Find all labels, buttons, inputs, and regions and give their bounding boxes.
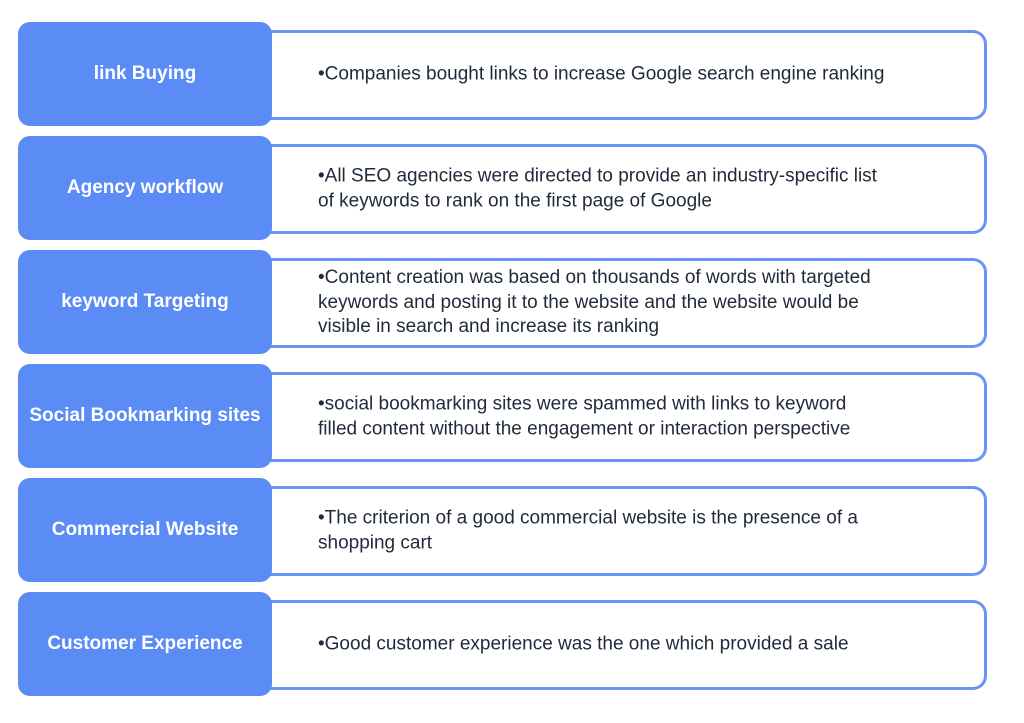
label-box: Commercial Website: [18, 478, 272, 582]
row-social-bookmarking: Social Bookmarking sites •social bookmar…: [0, 364, 1024, 468]
description-text: •All SEO agencies were directed to provi…: [318, 164, 944, 213]
row-label: Social Bookmarking sites: [29, 404, 261, 426]
description-line: keywords and posting it to the website a…: [318, 291, 859, 313]
label-box: Customer Experience: [18, 592, 272, 696]
description-line: visible in search and increase its ranki…: [318, 316, 660, 338]
description-line: •Companies bought links to increase Goog…: [318, 63, 885, 85]
row-label: Agency workflow: [66, 176, 224, 198]
description-line: filled content without the engagement or…: [318, 418, 851, 439]
row-customer-experience: Customer Experience •Good customer exper…: [0, 592, 1024, 696]
label-box: keyword Targeting: [18, 250, 272, 354]
description-text: •Good customer experience was the one wh…: [318, 633, 944, 658]
description-line: of keywords to rank on the first page of…: [318, 190, 712, 211]
label-box: link Buying: [18, 22, 272, 126]
description-text: •Companies bought links to increase Goog…: [318, 63, 944, 88]
description-line: •All SEO agencies were directed to provi…: [318, 165, 877, 187]
description-box: •social bookmarking sites were spammed w…: [256, 372, 987, 462]
description-line: •Content creation was based on thousands…: [318, 266, 871, 288]
row-label: Commercial Website: [51, 518, 239, 540]
description-line: •Good customer experience was the one wh…: [318, 633, 849, 655]
label-box: Social Bookmarking sites: [18, 364, 272, 468]
description-text: •The criterion of a good commercial webs…: [318, 506, 944, 555]
description-line: •social bookmarking sites were spammed w…: [318, 393, 847, 415]
description-box: •Good customer experience was the one wh…: [256, 600, 987, 690]
row-agency-workflow: Agency workflow •All SEO agencies were d…: [0, 136, 1024, 240]
row-link-buying: link Buying •Companies bought links to i…: [0, 22, 1024, 126]
label-box: Agency workflow: [18, 136, 272, 240]
row-keyword-targeting: keyword Targeting •Content creation was …: [0, 250, 1024, 354]
description-box: •The criterion of a good commercial webs…: [256, 486, 987, 576]
description-line: shopping cart: [318, 532, 433, 553]
row-commercial-website: Commercial Website •The criterion of a g…: [0, 478, 1024, 582]
row-label: link Buying: [93, 62, 197, 84]
description-box: •Companies bought links to increase Goog…: [256, 30, 987, 120]
description-text: •social bookmarking sites were spammed w…: [318, 392, 944, 441]
description-text: •Content creation was based on thousands…: [318, 266, 944, 340]
description-box: •All SEO agencies were directed to provi…: [256, 144, 987, 234]
description-box: •Content creation was based on thousands…: [256, 258, 987, 348]
description-line: •The criterion of a good commercial webs…: [318, 507, 858, 529]
row-label: Customer Experience: [47, 632, 243, 654]
row-label: keyword Targeting: [61, 290, 229, 312]
